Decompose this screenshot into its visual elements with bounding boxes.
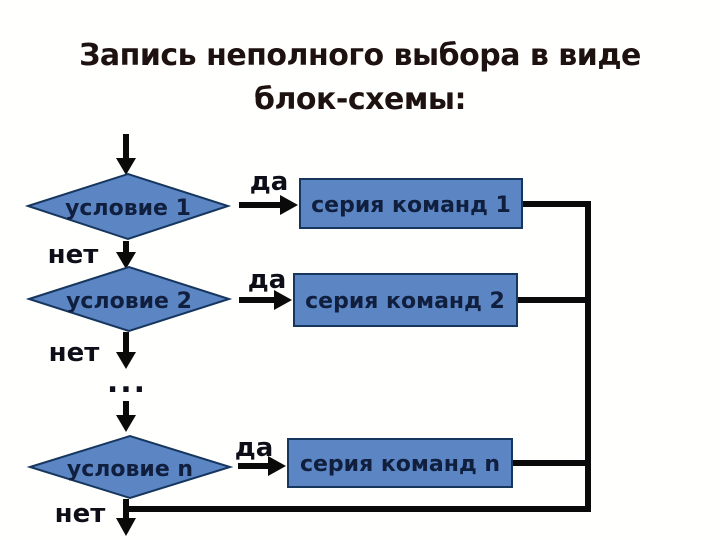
page-title-line1: Запись неполного выбора в виде [79, 38, 641, 73]
arrow-no-2-head-icon [116, 352, 136, 369]
box-series-2-label: серия команд 2 [305, 289, 505, 314]
arrow-yes-n-head-icon [268, 456, 286, 476]
box-series-n-label: серия команд n [300, 452, 500, 477]
arrow-no-1-head-icon [116, 252, 136, 269]
no-label-1: нет [48, 240, 99, 270]
page-title: Запись неполного выбора в виде блок-схем… [0, 34, 720, 122]
arrow-no-n-head-icon [116, 518, 136, 536]
no-label-2: нет [49, 338, 100, 368]
box-series-n [287, 438, 513, 488]
arrow-yes-2-head-icon [274, 290, 292, 310]
diamond-condition-2-label: условие 2 [66, 289, 192, 314]
diamond-condition-n-label: условие n [67, 457, 193, 482]
box-series-1-label: серия команд 1 [311, 193, 511, 218]
arrow-dots-head-icon [116, 415, 136, 432]
no-label-n: нет [55, 499, 106, 529]
box-series-2 [293, 273, 518, 327]
arrow-entry-head-icon [116, 158, 136, 175]
diamond-condition-1-label: условие 1 [65, 196, 191, 221]
yes-label-n: да [235, 433, 274, 463]
diamond-condition-1 [24, 172, 232, 241]
box-series-1 [299, 178, 523, 229]
page-title-line2: блок-схемы: [254, 82, 466, 117]
yes-label-2: да [248, 265, 287, 295]
arrow-yes-1-head-icon [280, 195, 298, 215]
diamond-condition-2 [25, 265, 233, 333]
yes-label-1: да [250, 167, 289, 197]
diamond-condition-n [26, 434, 234, 500]
ellipsis-label: ... [107, 365, 147, 400]
